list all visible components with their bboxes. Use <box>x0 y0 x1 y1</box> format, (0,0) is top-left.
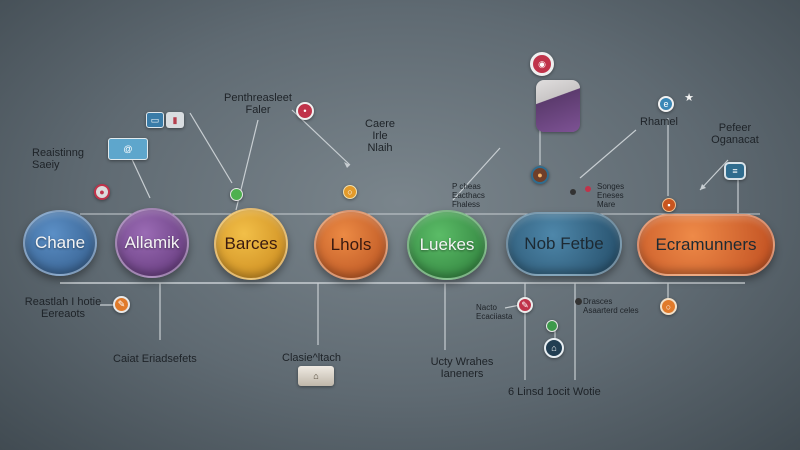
leaf-icon[interactable] <box>230 188 243 201</box>
label-songes: Songes Eneses Mare <box>597 182 637 209</box>
label-caere: Caere Irle Nlaih <box>360 118 400 154</box>
pin-icon[interactable]: • <box>296 102 314 120</box>
edit-icon[interactable]: ✎ <box>113 296 130 313</box>
chat-icon[interactable]: ≡ <box>724 162 746 180</box>
link-icon[interactable]: ⌂ <box>544 338 564 358</box>
globe-icon[interactable]: ● <box>531 166 549 184</box>
document-icon[interactable]: ⌂ <box>298 366 334 386</box>
node-chane[interactable]: Chane <box>23 210 97 276</box>
at-icon[interactable]: @ <box>108 138 148 160</box>
connector <box>130 155 150 198</box>
label-pcheas: P cheas Eacthacs Fhaless <box>452 182 502 209</box>
label-rhamel: Rhamel <box>640 116 700 128</box>
node-ecramunners[interactable]: Ecramunners <box>637 214 775 276</box>
tag-icon <box>585 186 591 192</box>
label-reaistinng: Reaistinng Saeiy <box>32 147 102 171</box>
label-reastlah: Reastlah I hotie Eereaots <box>18 296 108 320</box>
label-pefeer: Pefeer Oganacat <box>700 122 770 146</box>
label-ucty: Ucty Wrahes Ianeners <box>422 356 502 380</box>
monitor-icon[interactable]: ▭ <box>146 112 164 128</box>
connector <box>190 113 232 183</box>
label-nacto: Nacto Ecaciiasta <box>476 303 518 321</box>
pencil-icon[interactable]: ✎ <box>517 297 533 313</box>
node-barces[interactable]: Barces <box>214 208 288 280</box>
label-linsd: 6 Linsd 1ocit Wotie <box>508 386 628 398</box>
node-allamik[interactable]: Allamik <box>115 208 189 278</box>
label-drasces: Drasces Asaarterd celes <box>583 297 663 315</box>
tag-icon[interactable] <box>546 320 558 332</box>
tag-icon <box>575 298 582 305</box>
user-icon[interactable]: ◉ <box>530 52 554 76</box>
chart-icon[interactable]: ▮ <box>166 112 184 128</box>
node-nob-fetbe[interactable]: Nob Fetbe <box>506 212 622 276</box>
badge-icon[interactable]: ▪ <box>662 198 676 212</box>
label-penthreasleet: Penthreasleet Faler <box>218 92 298 116</box>
cooking-pot-icon[interactable] <box>536 80 580 132</box>
badge-icon[interactable]: ○ <box>343 185 357 199</box>
connector <box>580 130 636 178</box>
label-clasiehach: Clasie^ltach <box>282 352 362 364</box>
info-icon[interactable]: e <box>658 96 674 112</box>
node-luekes[interactable]: Luekes <box>407 210 487 280</box>
badge-icon[interactable]: ● <box>94 184 110 200</box>
label-caiat: Caiat Eriadsefets <box>113 353 223 365</box>
tag-icon <box>570 189 576 195</box>
node-lhols[interactable]: Lhols <box>314 210 388 280</box>
star-icon: ★ <box>684 92 694 102</box>
